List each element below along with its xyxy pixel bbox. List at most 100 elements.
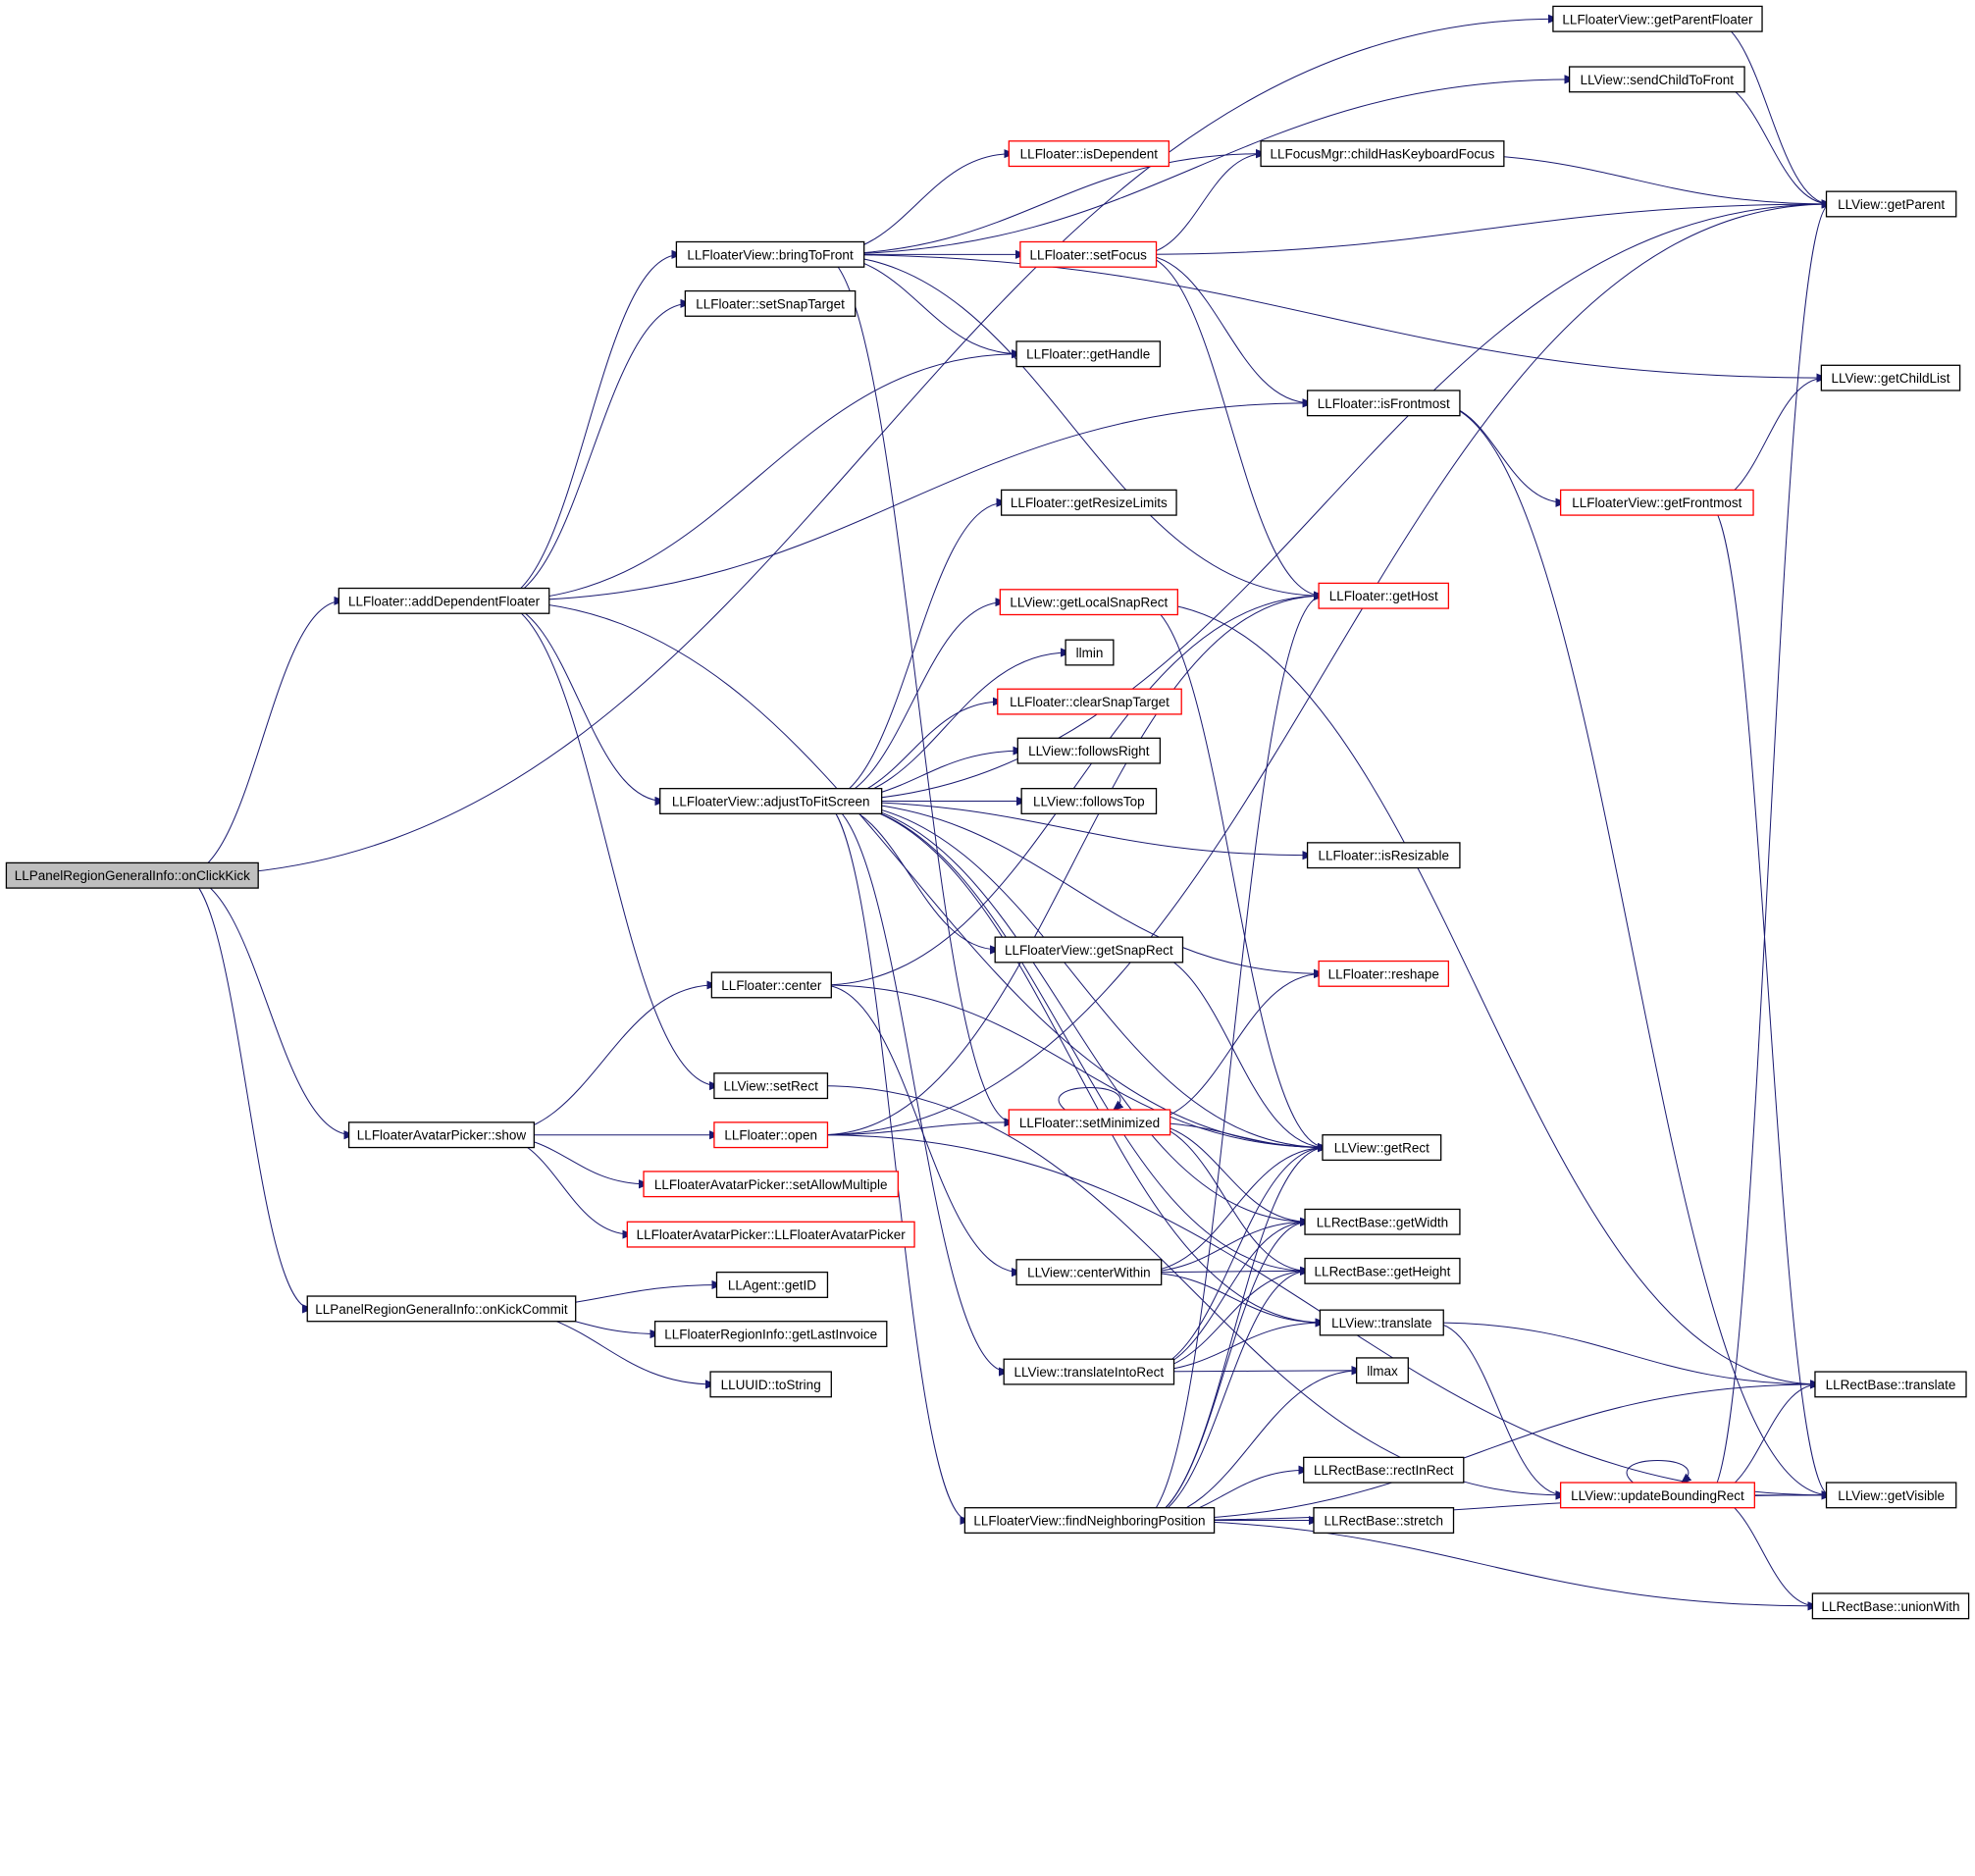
node-getVisible[interactable]: LLView::getVisible bbox=[1825, 1482, 1957, 1509]
node-getHandle[interactable]: LLFloater::getHandle bbox=[1015, 340, 1162, 368]
node-box[interactable] bbox=[1811, 1592, 1970, 1620]
node-getLocalSnapRect[interactable]: LLView::getLocalSnapRect bbox=[999, 589, 1179, 616]
node-box[interactable] bbox=[1020, 788, 1158, 814]
node-box[interactable] bbox=[1568, 66, 1745, 93]
node-getHost[interactable]: LLFloater::getHost bbox=[1318, 582, 1450, 609]
node-box[interactable] bbox=[1304, 1208, 1461, 1235]
node-box[interactable] bbox=[1015, 1259, 1163, 1286]
node-box[interactable] bbox=[999, 589, 1179, 616]
node-isDependent[interactable]: LLFloater::isDependent bbox=[1008, 140, 1170, 168]
node-clearSnapTarget[interactable]: LLFloater::clearSnapTarget bbox=[997, 688, 1182, 715]
node-box[interactable] bbox=[1003, 1358, 1175, 1385]
node-box[interactable] bbox=[626, 1221, 915, 1248]
node-box[interactable] bbox=[347, 1121, 535, 1149]
node-sendChildToFront[interactable]: LLView::sendChildToFront bbox=[1568, 66, 1745, 93]
node-box[interactable] bbox=[1814, 1371, 1967, 1398]
node-box[interactable] bbox=[1356, 1357, 1409, 1384]
node-isResizable[interactable]: LLFloater::isResizable bbox=[1306, 842, 1461, 869]
node-getLastInvoice[interactable]: LLFloaterRegionInfo::getLastInvoice bbox=[653, 1321, 888, 1348]
node-unionWith[interactable]: LLRectBase::unionWith bbox=[1811, 1592, 1970, 1620]
node-getID[interactable]: LLAgent::getID bbox=[715, 1271, 829, 1298]
node-updateBoundingRect[interactable]: LLView::updateBoundingRect bbox=[1559, 1482, 1755, 1509]
node-box[interactable] bbox=[1303, 1456, 1465, 1484]
node-box[interactable] bbox=[1313, 1507, 1455, 1535]
node-box[interactable] bbox=[1319, 1309, 1444, 1336]
node-viewTranslate[interactable]: LLView::translate bbox=[1319, 1309, 1444, 1336]
node-llmax[interactable]: llmax bbox=[1356, 1357, 1409, 1384]
node-box[interactable] bbox=[338, 587, 550, 614]
node-followsTop[interactable]: LLView::followsTop bbox=[1020, 788, 1158, 814]
node-setFocus[interactable]: LLFloater::setFocus bbox=[1019, 240, 1158, 268]
node-llmin[interactable]: llmin bbox=[1065, 639, 1115, 666]
node-box[interactable] bbox=[1820, 364, 1961, 391]
node-box[interactable] bbox=[653, 1321, 888, 1348]
node-findNeighboringPosition[interactable]: LLFloaterView::findNeighboringPosition bbox=[963, 1507, 1216, 1535]
node-box[interactable] bbox=[684, 289, 857, 317]
node-box[interactable] bbox=[1559, 489, 1754, 516]
node-centerWithin[interactable]: LLView::centerWithin bbox=[1015, 1259, 1163, 1286]
node-box[interactable] bbox=[1552, 5, 1763, 32]
node-toString[interactable]: LLUUID::toString bbox=[709, 1371, 832, 1398]
node-box[interactable] bbox=[1016, 737, 1162, 764]
node-box[interactable] bbox=[1008, 140, 1170, 168]
node-onKickCommit[interactable]: LLPanelRegionGeneralInfo::onKickCommit bbox=[306, 1295, 577, 1323]
node-followsRight[interactable]: LLView::followsRight bbox=[1016, 737, 1162, 764]
node-box[interactable] bbox=[710, 971, 832, 999]
node-box[interactable] bbox=[306, 1295, 577, 1323]
node-setSnapTarget[interactable]: LLFloater::setSnapTarget bbox=[684, 289, 857, 317]
node-box[interactable] bbox=[659, 788, 883, 814]
node-box[interactable] bbox=[1318, 582, 1450, 609]
node-center[interactable]: LLFloater::center bbox=[710, 971, 832, 999]
node-translateIntoRect[interactable]: LLView::translateIntoRect bbox=[1003, 1358, 1175, 1385]
node-box[interactable] bbox=[1559, 1482, 1755, 1509]
node-setMinimized[interactable]: LLFloater::setMinimized bbox=[1008, 1109, 1171, 1136]
node-box[interactable] bbox=[997, 688, 1182, 715]
node-getResizeLimits[interactable]: LLFloater::getResizeLimits bbox=[1000, 489, 1177, 516]
node-getSnapRect[interactable]: LLFloaterView::getSnapRect bbox=[994, 936, 1184, 964]
node-getFrontmost[interactable]: LLFloaterView::getFrontmost bbox=[1559, 489, 1754, 516]
node-box[interactable] bbox=[1825, 1482, 1957, 1509]
node-box[interactable] bbox=[1825, 190, 1957, 218]
node-box[interactable] bbox=[1008, 1109, 1171, 1136]
node-childHasKeyboardFocus[interactable]: LLFocusMgr::childHasKeyboardFocus bbox=[1260, 140, 1505, 168]
node-getRect[interactable]: LLView::getRect bbox=[1322, 1134, 1442, 1162]
node-setAllowMultiple[interactable]: LLFloaterAvatarPicker::setAllowMultiple bbox=[643, 1171, 900, 1198]
node-getParentFloater[interactable]: LLFloaterView::getParentFloater bbox=[1552, 5, 1763, 32]
node-getHeight[interactable]: LLRectBase::getHeight bbox=[1304, 1257, 1461, 1284]
node-getParent[interactable]: LLView::getParent bbox=[1825, 190, 1957, 218]
node-isFrontmost[interactable]: LLFloater::isFrontmost bbox=[1306, 390, 1461, 417]
node-setRect[interactable]: LLView::setRect bbox=[713, 1072, 829, 1100]
node-box[interactable] bbox=[715, 1271, 829, 1298]
node-onClickKick[interactable]: LLPanelRegionGeneralInfo::onClickKick bbox=[5, 861, 259, 889]
node-box[interactable] bbox=[1306, 842, 1461, 869]
node-box[interactable] bbox=[643, 1171, 900, 1198]
node-rectInRect[interactable]: LLRectBase::rectInRect bbox=[1303, 1456, 1465, 1484]
node-box[interactable] bbox=[1260, 140, 1505, 168]
node-reshape[interactable]: LLFloater::reshape bbox=[1318, 960, 1450, 987]
node-box[interactable] bbox=[709, 1371, 832, 1398]
node-box[interactable] bbox=[994, 936, 1184, 964]
node-getWidth[interactable]: LLRectBase::getWidth bbox=[1304, 1208, 1461, 1235]
node-box[interactable] bbox=[1306, 390, 1461, 417]
node-box[interactable] bbox=[1000, 489, 1177, 516]
node-box[interactable] bbox=[675, 240, 865, 268]
node-box[interactable] bbox=[5, 861, 259, 889]
node-getChildList[interactable]: LLView::getChildList bbox=[1820, 364, 1961, 391]
node-box[interactable] bbox=[1015, 340, 1162, 368]
node-rectTranslate[interactable]: LLRectBase::translate bbox=[1814, 1371, 1967, 1398]
node-box[interactable] bbox=[1318, 960, 1450, 987]
node-stretch[interactable]: LLRectBase::stretch bbox=[1313, 1507, 1455, 1535]
node-addDependentFloater[interactable]: LLFloater::addDependentFloater bbox=[338, 587, 550, 614]
node-box[interactable] bbox=[1322, 1134, 1442, 1162]
node-box[interactable] bbox=[1065, 639, 1115, 666]
node-box[interactable] bbox=[1304, 1257, 1461, 1284]
node-avatarPickerShow[interactable]: LLFloaterAvatarPicker::show bbox=[347, 1121, 535, 1149]
node-bringToFront[interactable]: LLFloaterView::bringToFront bbox=[675, 240, 865, 268]
node-box[interactable] bbox=[963, 1507, 1216, 1535]
node-box[interactable] bbox=[1019, 240, 1158, 268]
node-adjustToFitScreen[interactable]: LLFloaterView::adjustToFitScreen bbox=[659, 788, 883, 814]
node-avatarPickerCtor[interactable]: LLFloaterAvatarPicker::LLFloaterAvatarPi… bbox=[626, 1221, 915, 1248]
node-box[interactable] bbox=[713, 1121, 829, 1149]
node-box[interactable] bbox=[713, 1072, 829, 1100]
node-open[interactable]: LLFloater::open bbox=[713, 1121, 829, 1149]
